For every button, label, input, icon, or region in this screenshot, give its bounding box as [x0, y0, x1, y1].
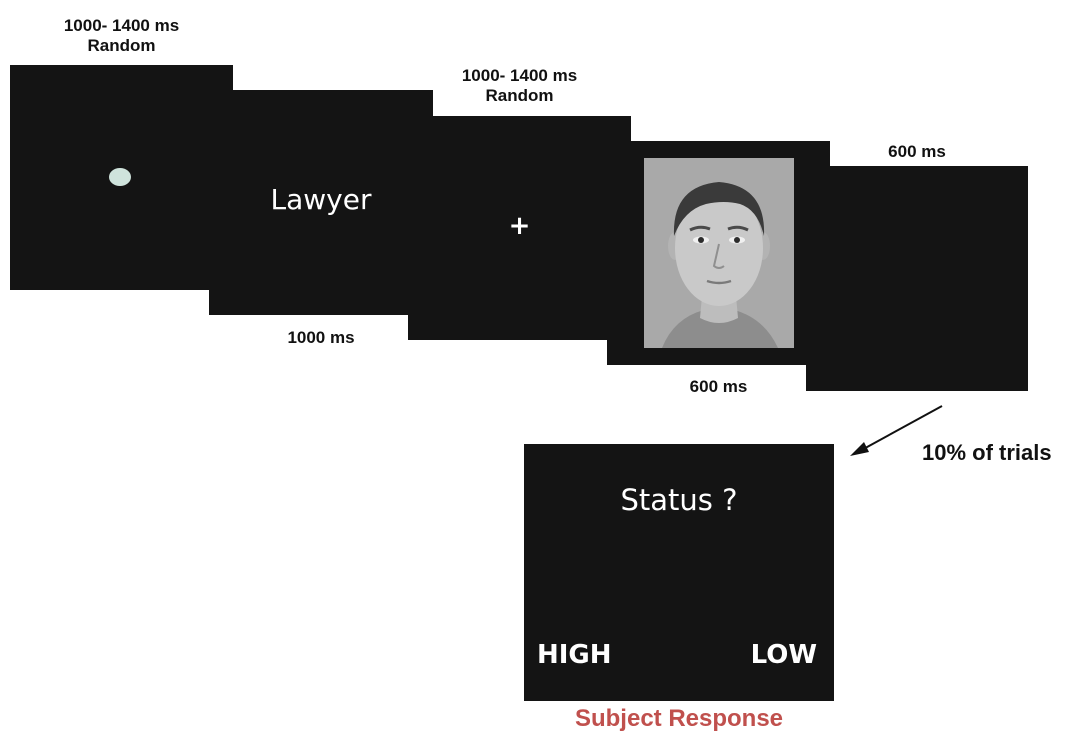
fixation-cross-icon: +: [508, 211, 531, 241]
blank-screen: [806, 166, 1028, 391]
step3-random: Random: [485, 85, 554, 105]
step2-duration: 1000 ms: [287, 328, 355, 347]
word-screen: Lawyer: [209, 90, 433, 315]
occupation-word: Lawyer: [270, 183, 372, 216]
fixation-dot-icon: [109, 168, 131, 186]
step4-duration: 600 ms: [689, 377, 748, 396]
fixation-cross-screen: +: [408, 116, 631, 340]
subject-response-caption: Subject Response: [574, 705, 784, 732]
trial-proportion-label: 10% of trials: [922, 440, 1052, 465]
high-option: HIGH: [537, 640, 612, 670]
step1-duration: 1000- 1400 ms: [63, 16, 180, 35]
response-screen: Status ? HIGH LOW: [524, 444, 834, 701]
step3-duration: 1000- 1400 ms: [461, 66, 578, 85]
arrow-icon: [850, 405, 943, 456]
fixation-dot-screen: [10, 65, 233, 290]
status-prompt: Status ?: [620, 483, 738, 517]
step1-random: Random: [87, 35, 156, 55]
step1-duration-label: 1000- 1400 ms Random: [10, 16, 233, 55]
face-photo: [644, 158, 794, 348]
face-image-icon: [644, 158, 794, 348]
step5-duration: 600 ms: [888, 142, 946, 161]
face-screen: [607, 141, 830, 365]
step3-duration-label: 1000- 1400 ms Random: [408, 66, 631, 105]
low-option: LOW: [750, 640, 817, 670]
